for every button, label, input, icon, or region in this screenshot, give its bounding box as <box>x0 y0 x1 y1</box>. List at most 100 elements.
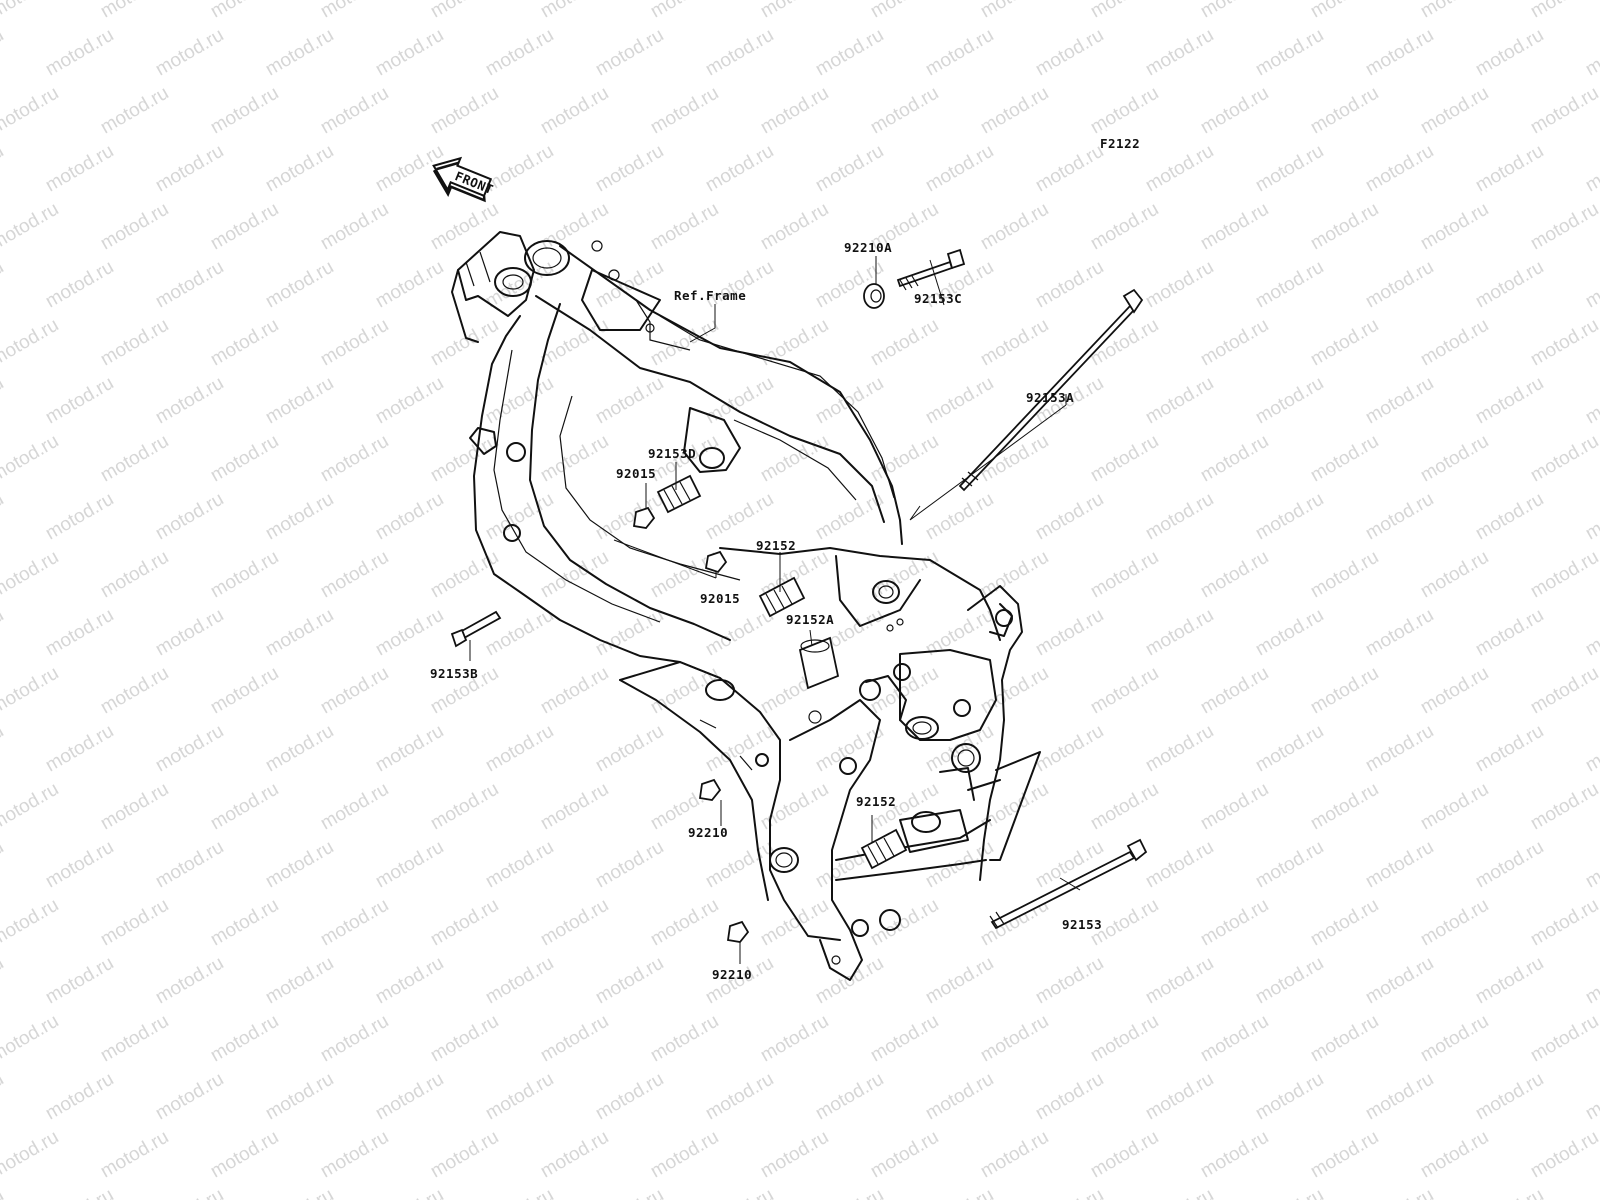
watermark-text: motod.ru <box>922 1069 997 1125</box>
watermark-text: motod.ru <box>0 1011 62 1067</box>
watermark-text: motod.ru <box>537 663 612 719</box>
watermark-text: motod.ru <box>152 141 227 197</box>
watermark-text: motod.ru <box>1307 779 1382 835</box>
watermark-text: motod.ru <box>1527 199 1600 255</box>
watermark-text: motod.ru <box>977 315 1052 371</box>
watermark-text: motod.ru <box>592 953 667 1009</box>
watermark-text: motod.ru <box>537 1011 612 1067</box>
label-92210a: 92210A <box>844 240 892 255</box>
watermark-text: motod.ru <box>1087 779 1162 835</box>
watermark-text: motod.ru <box>977 1127 1052 1183</box>
watermark-text: motod.ru <box>1527 547 1600 603</box>
watermark-text: motod.ru <box>977 83 1052 139</box>
watermark-text: motod.ru <box>1307 895 1382 951</box>
watermark-text: motod.ru <box>0 431 62 487</box>
watermark-text: motod.ru <box>1197 315 1272 371</box>
watermark-text: motod.ru <box>1197 431 1272 487</box>
watermark-text: motod.ru <box>372 1185 447 1200</box>
watermark-text: motod.ru <box>427 779 502 835</box>
watermark-text: motod.ru <box>1527 895 1600 951</box>
nut-92210-lower <box>726 920 750 943</box>
watermark-text: motod.ru <box>647 199 722 255</box>
watermark-text: motod.ru <box>207 315 282 371</box>
watermark-text: motod.ru <box>1142 373 1217 429</box>
watermark-text: motod.ru <box>867 895 942 951</box>
watermark-text: motod.ru <box>482 25 557 81</box>
watermark-text: motod.ru <box>1582 141 1600 197</box>
watermark-text: motod.ru <box>1527 1127 1600 1183</box>
watermark-text: motod.ru <box>1197 779 1272 835</box>
label-92015-lower: 92015 <box>700 591 740 606</box>
watermark-text: motod.ru <box>592 721 667 777</box>
watermark-text: motod.ru <box>1527 0 1600 22</box>
watermark-text: motod.ru <box>317 315 392 371</box>
watermark-text: motod.ru <box>42 953 117 1009</box>
watermark-text: motod.ru <box>1582 605 1600 661</box>
watermark-text: motod.ru <box>152 953 227 1009</box>
watermark-text: motod.ru <box>317 1011 392 1067</box>
watermark-text: motod.ru <box>977 199 1052 255</box>
label-92153d: 92153D <box>648 446 696 461</box>
watermark-text: motod.ru <box>1252 141 1327 197</box>
front-arrow-icon: FRONT <box>432 156 496 203</box>
watermark-text: motod.ru <box>1582 953 1600 1009</box>
watermark-text: motod.ru <box>647 0 722 22</box>
watermark-text: motod.ru <box>1197 547 1272 603</box>
watermark-text: motod.ru <box>372 837 447 893</box>
watermark-text: motod.ru <box>1362 837 1437 893</box>
watermark-text: motod.ru <box>1417 663 1492 719</box>
watermark-text: motod.ru <box>0 1069 7 1125</box>
watermark-text: motod.ru <box>0 199 62 255</box>
watermark-text: motod.ru <box>1087 663 1162 719</box>
watermark-text: motod.ru <box>757 315 832 371</box>
watermark-text: motod.ru <box>152 605 227 661</box>
watermark-text: motod.ru <box>0 895 62 951</box>
watermark-text: motod.ru <box>1417 199 1492 255</box>
watermark-text: motod.ru <box>97 547 172 603</box>
watermark-text: motod.ru <box>1362 953 1437 1009</box>
watermark-text: motod.ru <box>1527 431 1600 487</box>
watermark-text: motod.ru <box>1307 1011 1382 1067</box>
watermark-text: motod.ru <box>1142 141 1217 197</box>
watermark-text: motod.ru <box>42 1069 117 1125</box>
watermark-text: motod.ru <box>1087 199 1162 255</box>
watermark-text: motod.ru <box>1032 1069 1107 1125</box>
watermark-text: motod.ru <box>922 489 997 545</box>
watermark-text: motod.ru <box>207 1011 282 1067</box>
watermark-text: motod.ru <box>152 1069 227 1125</box>
watermark-text: motod.ru <box>1582 837 1600 893</box>
label-92153b: 92153B <box>430 666 478 681</box>
watermark-text: motod.ru <box>757 779 832 835</box>
watermark-text: motod.ru <box>1087 431 1162 487</box>
watermark-text: motod.ru <box>1362 721 1437 777</box>
watermark-text: motod.ru <box>647 1011 722 1067</box>
watermark-text: motod.ru <box>757 199 832 255</box>
watermark-text: motod.ru <box>867 0 942 22</box>
watermark-text: motod.ru <box>0 83 62 139</box>
watermark-text: motod.ru <box>867 83 942 139</box>
watermark-text: motod.ru <box>97 0 172 22</box>
watermark-text: motod.ru <box>867 663 942 719</box>
watermark-text: motod.ru <box>1362 257 1437 313</box>
watermark-text: motod.ru <box>922 953 997 1009</box>
watermark-text: motod.ru <box>207 1127 282 1183</box>
watermark-text: motod.ru <box>592 373 667 429</box>
watermark-text: motod.ru <box>1252 721 1327 777</box>
bolt-92153b <box>450 610 502 648</box>
diagram-code: F2122 <box>1100 136 1140 151</box>
bolt-92153 <box>989 838 1148 930</box>
watermark-text: motod.ru <box>427 431 502 487</box>
watermark-text: motod.ru <box>427 895 502 951</box>
watermark-text: motod.ru <box>1032 1185 1107 1200</box>
watermark-text: motod.ru <box>1362 1185 1437 1200</box>
watermark-text: motod.ru <box>1142 721 1217 777</box>
watermark-text: motod.ru <box>317 199 392 255</box>
watermark-text: motod.ru <box>537 431 612 487</box>
watermark-text: motod.ru <box>1307 431 1382 487</box>
watermark-text: motod.ru <box>647 83 722 139</box>
watermark-text: motod.ru <box>702 721 777 777</box>
watermark-text: motod.ru <box>262 489 337 545</box>
watermark-text: motod.ru <box>1252 1069 1327 1125</box>
watermark-text: motod.ru <box>647 1127 722 1183</box>
